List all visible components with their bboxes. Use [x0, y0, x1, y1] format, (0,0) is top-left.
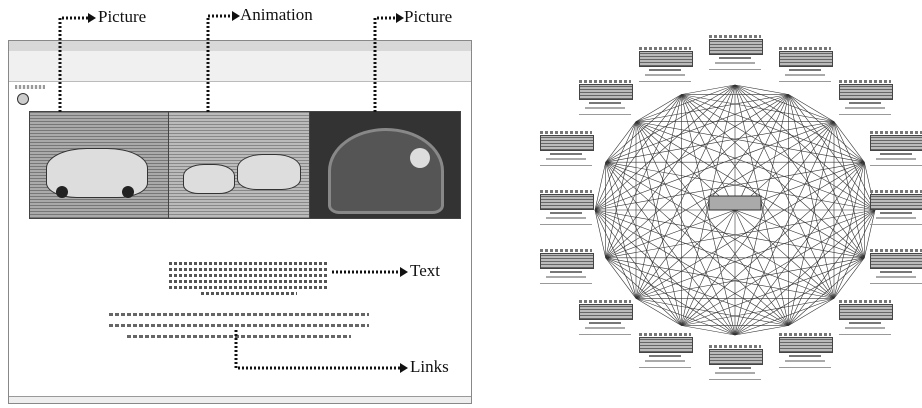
page-links: [109, 313, 369, 338]
graph-edge: [734, 84, 789, 95]
graph-edge: [833, 257, 865, 299]
car-animation: [168, 111, 310, 219]
page-logo-icon: [17, 93, 29, 105]
graph-node: [709, 345, 763, 385]
graph-edge: [605, 121, 637, 163]
graph-edge: [594, 94, 682, 211]
graph-node: [870, 249, 922, 289]
graph-edge: [635, 298, 682, 326]
graph-edge: [681, 94, 876, 211]
graph-edge: [594, 209, 606, 258]
graph-edge: [605, 162, 682, 326]
graph-edge: [864, 209, 876, 258]
graph-node: [839, 299, 894, 340]
callout-text: Text: [410, 261, 440, 280]
graph-edge: [635, 94, 682, 299]
graph-edge: [605, 161, 835, 299]
graph-edge: [605, 161, 736, 336]
graph-node: [638, 333, 693, 373]
graph-edge: [635, 298, 789, 326]
graph-edge: [605, 94, 682, 258]
webpage-screenshot: [8, 40, 472, 404]
graph-edge: [681, 84, 736, 95]
graph-center-node: [708, 195, 762, 211]
graph-edge: [833, 121, 865, 258]
graph-edge: [788, 298, 835, 326]
graph-edge: [635, 121, 876, 211]
graph-edge: [605, 94, 682, 163]
graph-node: [839, 80, 894, 120]
graph-edge: [594, 209, 637, 299]
graph-edge: [681, 94, 865, 259]
graph-node: [540, 130, 594, 171]
graph-node: [578, 80, 633, 120]
graph-edge: [681, 94, 736, 336]
graph-node: [540, 249, 594, 289]
graph-node: [709, 35, 763, 75]
graph-edge: [788, 209, 876, 326]
graph-edge: [605, 257, 637, 299]
graph-edge: [605, 162, 637, 299]
graph-edge: [605, 209, 876, 259]
graph-edge: [605, 161, 876, 211]
graph-edge: [594, 209, 789, 326]
graph-node: [578, 299, 633, 340]
graph-edge: [734, 94, 789, 336]
graph-edge: [594, 121, 637, 211]
graph-node-layer: [540, 20, 922, 408]
graph-edge: [635, 298, 736, 336]
graph-edge: [788, 94, 876, 211]
graph-edge: [734, 84, 789, 326]
graph-edge: [788, 94, 835, 122]
page-text-block: [169, 259, 329, 298]
graph-edge: [734, 257, 865, 336]
browser-status-bar: [9, 396, 471, 403]
callout-animation: Animation: [240, 5, 313, 24]
link-row[interactable]: [109, 324, 369, 327]
graph-node: [870, 190, 922, 230]
callout-links: Links: [410, 357, 449, 376]
graph-edge: [605, 121, 835, 259]
graph-edge: [734, 84, 865, 163]
graph-edge: [681, 121, 835, 326]
graph-edge: [594, 209, 682, 326]
graph-edge: [635, 94, 789, 122]
graph-edge: [681, 325, 736, 336]
graph-edge: [681, 84, 736, 326]
browser-address-bar: [9, 71, 471, 82]
graph-node: [779, 333, 834, 373]
car-interior-picture: [309, 111, 461, 219]
graph-node: [540, 190, 594, 230]
graph-edge: [605, 257, 736, 336]
graph-edge: [833, 121, 865, 163]
graph-edge: [681, 298, 835, 326]
page-header-text: [15, 85, 45, 89]
graph-edge: [594, 161, 865, 211]
link-row[interactable]: [127, 335, 351, 338]
graph-edge: [594, 162, 606, 211]
graph-node: [638, 46, 693, 87]
graph-edge: [734, 325, 789, 336]
graph-edge: [681, 94, 865, 163]
graph-edge: [681, 94, 835, 122]
graph-edge: [635, 121, 865, 259]
link-row[interactable]: [109, 313, 369, 316]
graph-edge: [635, 121, 789, 326]
graph-edge: [605, 121, 637, 258]
callout-picture-right: Picture: [404, 7, 453, 26]
graph-node: [779, 46, 834, 87]
graph-edge: [635, 94, 682, 122]
graph-edge: [833, 162, 865, 299]
graph-edge: [635, 121, 682, 326]
link-graph: [594, 84, 876, 336]
graph-edge: [605, 257, 682, 326]
graph-node: [870, 130, 922, 171]
graph-edge: [594, 209, 865, 259]
graph-edge: [635, 161, 865, 299]
callout-picture-left: Picture: [98, 7, 147, 26]
graph-edge: [605, 84, 736, 163]
